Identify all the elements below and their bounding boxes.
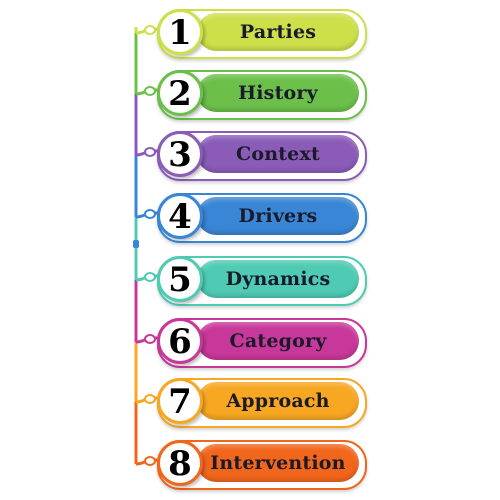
- item-label: Parties: [239, 21, 317, 43]
- pill-fill: Dynamics: [197, 260, 359, 298]
- connector-link: [135, 149, 158, 157]
- pill-fill: Context: [197, 135, 359, 173]
- item-label: Dynamics: [225, 268, 331, 290]
- list-item-5: Dynamics 5: [157, 256, 367, 306]
- pill-fill: Drivers: [197, 197, 359, 235]
- list-item-6: Category 6: [157, 318, 367, 368]
- number-badge: 5: [157, 256, 203, 302]
- item-label: Category: [229, 330, 327, 352]
- pill-fill: Category: [197, 322, 359, 360]
- connector-link: [135, 274, 158, 282]
- item-number: 1: [168, 13, 192, 53]
- item-number: 2: [168, 74, 192, 114]
- number-badge: 3: [157, 131, 203, 177]
- item-number: 4: [168, 197, 192, 237]
- item-number: 6: [168, 322, 192, 362]
- number-badge: 7: [157, 378, 203, 424]
- connector-ring: [144, 334, 156, 344]
- item-number: 5: [168, 260, 192, 300]
- list-item-4: Drivers 4: [157, 193, 367, 243]
- item-label: Drivers: [238, 205, 318, 227]
- item-label: Intervention: [210, 452, 346, 474]
- item-label: Context: [236, 143, 320, 165]
- item-number: 3: [168, 135, 192, 175]
- connector-node: [133, 240, 139, 248]
- number-badge: 1: [157, 9, 203, 55]
- connector-link: [135, 458, 158, 466]
- list-item-3: Context 3: [157, 131, 367, 181]
- connector-ring: [144, 209, 156, 219]
- connector-link: [135, 396, 158, 404]
- number-badge: 4: [157, 193, 203, 239]
- connector-ring: [144, 456, 156, 466]
- list-item-2: History 2: [157, 70, 367, 120]
- list-item-7: Approach 7: [157, 378, 367, 428]
- number-badge: 6: [157, 318, 203, 364]
- list-item-8: Intervention 8: [157, 440, 367, 490]
- pill-fill: Parties: [197, 13, 359, 51]
- connector-link: [135, 27, 158, 35]
- connector-ring: [144, 25, 156, 35]
- number-badge: 2: [157, 70, 203, 116]
- connector-ring: [144, 394, 156, 404]
- connector-link: [135, 88, 158, 96]
- connector-ring: [144, 86, 156, 96]
- connector-ring: [144, 272, 156, 282]
- item-number: 8: [168, 444, 192, 484]
- number-badge: 8: [157, 440, 203, 486]
- pill-fill: Approach: [197, 382, 359, 420]
- connector-link: [135, 336, 158, 344]
- item-label: History: [238, 82, 318, 104]
- connector-link: [135, 211, 158, 219]
- list-item-1: Parties 1: [157, 9, 367, 59]
- item-number: 7: [168, 382, 192, 422]
- pill-fill: History: [197, 74, 359, 112]
- connector-ring: [144, 147, 156, 157]
- item-label: Approach: [226, 390, 330, 412]
- pill-fill: Intervention: [197, 444, 359, 482]
